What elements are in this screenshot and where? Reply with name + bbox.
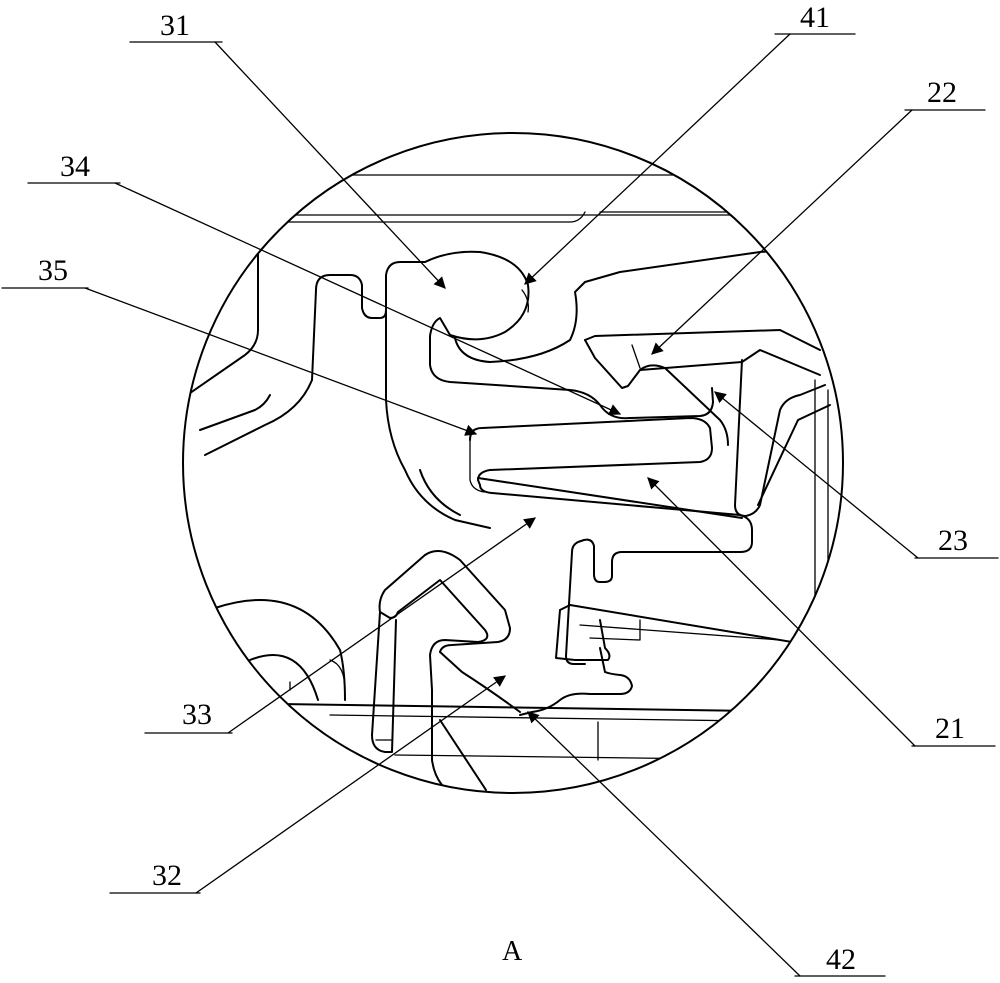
- label-23: 23: [938, 524, 968, 557]
- label-21: 21: [935, 712, 965, 745]
- label-42: 42: [826, 943, 856, 976]
- label-33: 33: [182, 698, 212, 731]
- label-31: 31: [160, 9, 190, 42]
- label-35: 35: [38, 254, 68, 287]
- label-41: 41: [800, 1, 830, 34]
- detail-circle: [183, 133, 843, 793]
- label-32: 32: [152, 859, 182, 892]
- label-22: 22: [927, 76, 957, 109]
- figure-caption: A: [502, 936, 523, 967]
- label-34: 34: [60, 150, 90, 183]
